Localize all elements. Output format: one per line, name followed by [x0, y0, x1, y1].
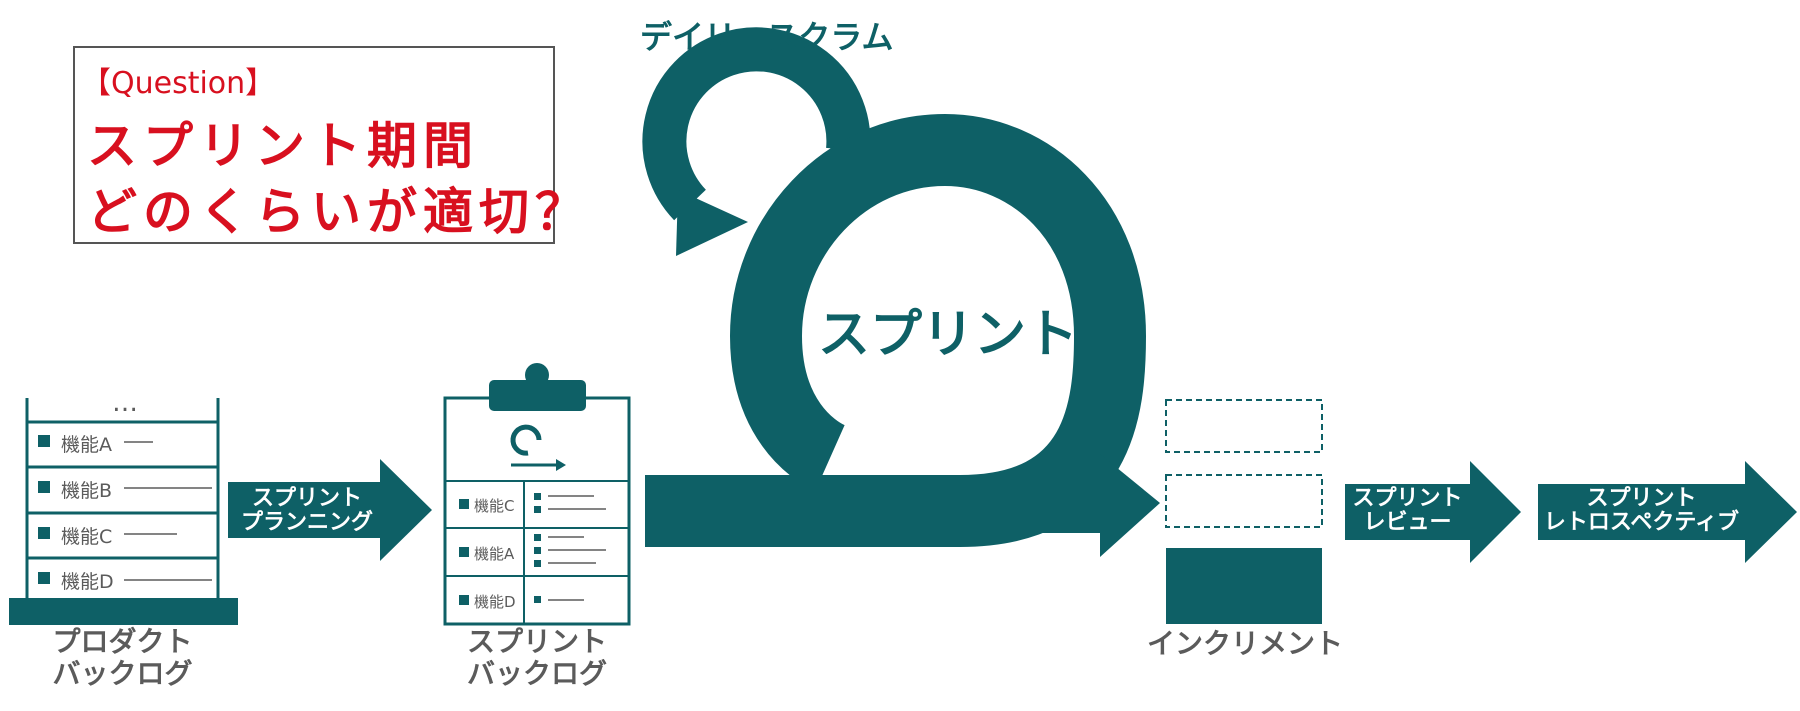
sprint-exit-arrow — [990, 454, 1160, 557]
daily-scrum-label: デイリースクラム — [640, 18, 894, 56]
backlog-ellipsis: … — [112, 388, 140, 418]
sprint-backlog-item: 機能C — [474, 497, 515, 515]
question-line-1: スプリント期間 — [87, 117, 479, 175]
sprint-backlog-item: 機能A — [474, 545, 515, 563]
question-tag: 【Question】 — [81, 66, 276, 101]
backlog-base — [9, 598, 238, 625]
question-line-2: どのくらいが適切？ — [87, 183, 591, 241]
product-backlog-stack — [9, 398, 238, 625]
sprint-review-label: スプリント レビュー — [1345, 487, 1470, 535]
daily-scrum-loop — [642, 27, 871, 256]
arrow-label-line: レビュー — [1363, 510, 1452, 535]
question-box: 【Question】 スプリント期間 どのくらいが適切？ — [73, 46, 585, 244]
increment-caption: インクリメント — [1146, 627, 1343, 660]
caption-line: プロダクト — [52, 625, 193, 658]
arrow-label-line: プランニング — [240, 510, 373, 535]
arrow-label-line: スプリント — [1586, 486, 1697, 511]
sprint-retrospective-label: スプリント レトロスペクティブ — [1538, 487, 1745, 535]
sprint-spiral — [645, 113, 1160, 557]
sprint-backlog-clipboard — [443, 363, 631, 626]
arrow-label-line: スプリント — [1352, 486, 1463, 511]
sprint-planning-arrow — [228, 459, 432, 561]
sprint-label: スプリント — [818, 305, 1079, 365]
sprint-backlog-caption: スプリント バックログ — [445, 626, 629, 690]
product-backlog-item: 機能A — [61, 434, 112, 456]
product-backlog-item: 機能C — [61, 526, 113, 548]
caption-line: バックログ — [52, 657, 193, 690]
sprint-retrospective-arrow — [1538, 461, 1797, 563]
sprint-review-arrow — [1345, 461, 1521, 563]
increment-stack — [1165, 399, 1323, 624]
sprint-backlog-item: 機能D — [474, 593, 516, 611]
caption-line: バックログ — [466, 657, 607, 690]
daily-scrum-arrowhead — [676, 190, 748, 256]
sprint-planning-label: スプリント プランニング — [232, 487, 382, 535]
arrow-label-line: レトロスペクティブ — [1543, 510, 1740, 535]
arrow-label-line: スプリント — [251, 486, 362, 511]
product-backlog-caption: プロダクト バックログ — [30, 626, 215, 690]
product-backlog-item: 機能D — [61, 571, 114, 593]
caption-line: スプリント — [466, 625, 607, 658]
product-backlog-item: 機能B — [61, 480, 113, 502]
